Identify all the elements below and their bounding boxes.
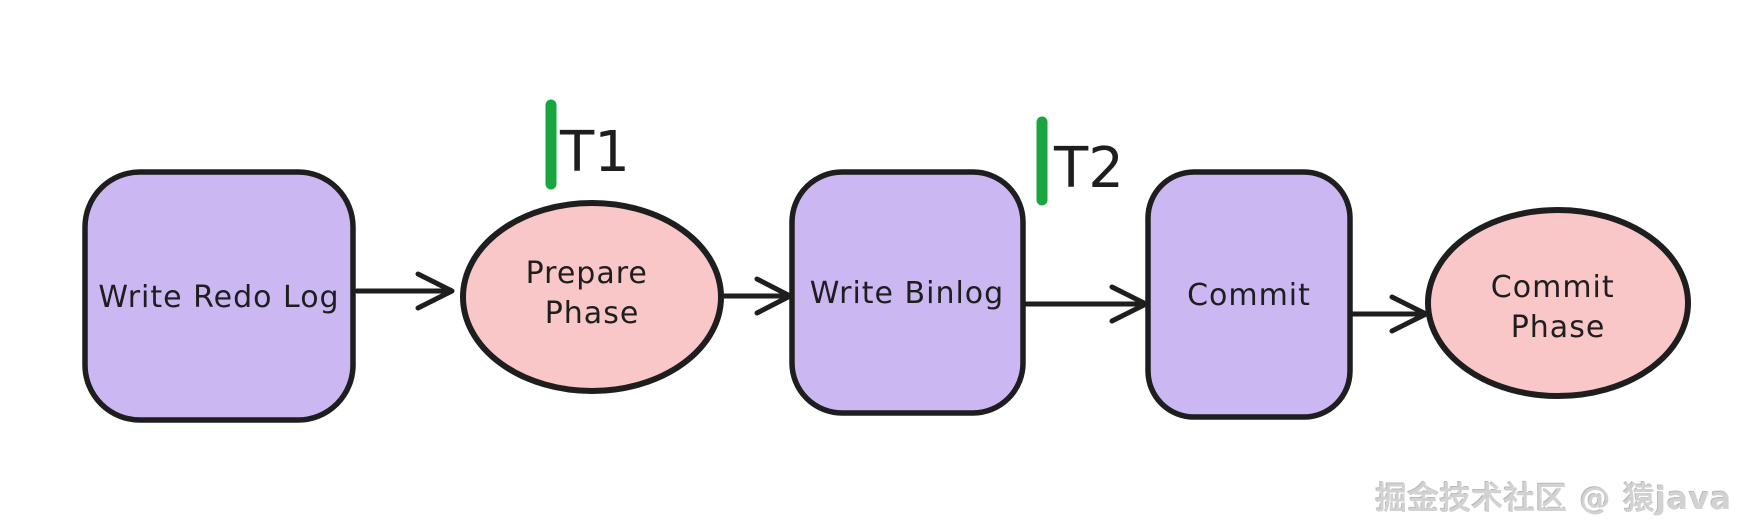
marker-t2: T2 (1036, 116, 1124, 206)
watermark: 掘金技术社区 @ 猿java (1375, 481, 1732, 517)
arrow-line (354, 271, 455, 311)
arrow-commit-to-commit-phase (1347, 294, 1429, 334)
node-write-redo-log-shape (82, 169, 356, 423)
arrow-prepare-to-binlog (720, 276, 793, 316)
node-prepare-phase: Prepare Phase (460, 200, 724, 394)
marker-t1-label: T1 (559, 120, 630, 185)
node-write-redo-log-label: Write Redo Log (98, 280, 339, 315)
node-commit-phase-shape (1425, 207, 1691, 399)
arrow-redo-to-prepare (354, 271, 455, 311)
node-commit-label: Commit (1187, 278, 1311, 313)
arrow-line (1020, 284, 1149, 324)
marker-t2-label: T2 (1053, 136, 1124, 201)
arrow-binlog-to-commit (1020, 284, 1149, 324)
node-write-binlog-label: Write Binlog (810, 276, 1004, 311)
node-write-binlog-shape (789, 169, 1026, 416)
node-write-binlog: Write Binlog (789, 169, 1026, 416)
node-write-redo-log: Write Redo Log (82, 169, 356, 423)
node-prepare-phase-label: Prepare Phase (526, 256, 659, 331)
arrow-line (720, 276, 793, 316)
node-commit-shape (1145, 169, 1353, 420)
arrow-line (1347, 294, 1429, 334)
node-commit-phase-label: Commit Phase (1491, 270, 1625, 345)
node-commit: Commit (1145, 169, 1353, 420)
node-commit-phase: Commit Phase (1425, 207, 1691, 399)
marker-t1: T1 (545, 99, 630, 190)
